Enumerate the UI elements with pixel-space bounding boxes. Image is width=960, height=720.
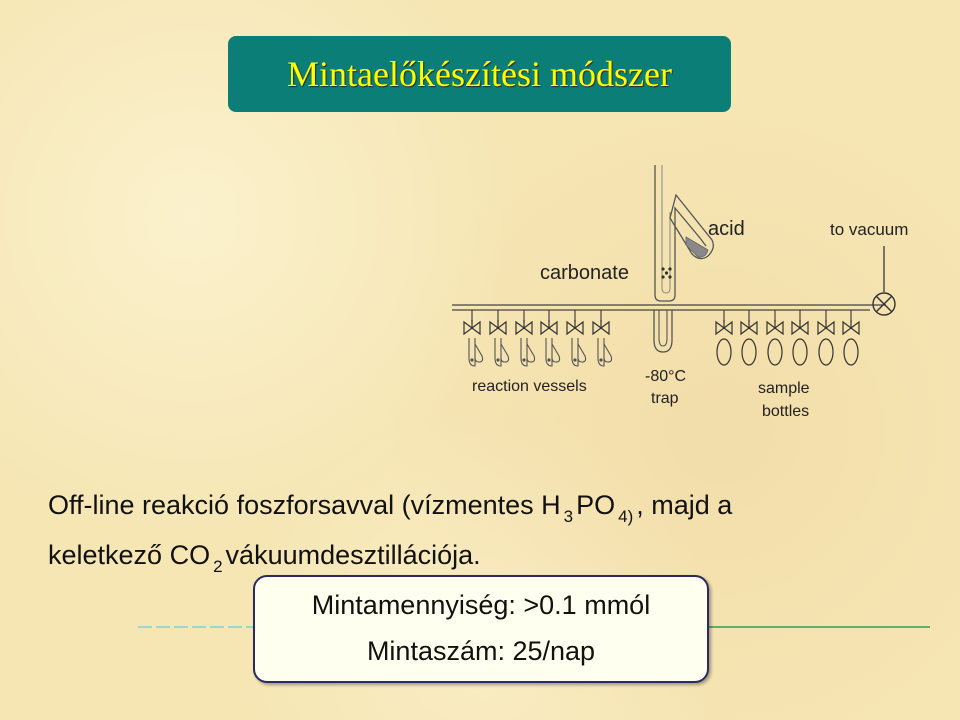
sample-bottles-label-2: bottles bbox=[762, 403, 809, 420]
reaction-vessels-group bbox=[463, 310, 613, 367]
reaction-vessels-label: reaction vessels bbox=[472, 378, 587, 395]
description-line-1: Off-line reakció foszforsavval (vízmente… bbox=[48, 486, 928, 536]
sample-bottle-icon bbox=[741, 338, 757, 366]
carbonate-label: carbonate bbox=[540, 262, 629, 284]
description-line-1-part-a: Off-line reakció foszforsavval (vízmente… bbox=[48, 490, 561, 520]
valve-icon bbox=[766, 320, 784, 336]
valve-icon bbox=[463, 320, 481, 336]
subscript-co2: 2 bbox=[213, 557, 223, 576]
valve-icon bbox=[842, 320, 860, 336]
valve-icon bbox=[740, 320, 758, 336]
trap-label: trap bbox=[651, 390, 679, 407]
sample-bottle-icon bbox=[818, 338, 834, 366]
valve-icon bbox=[566, 320, 584, 336]
sample-amount-text: Mintamennyiség: >0.1 mmól bbox=[311, 590, 651, 620]
sample-bottles-label-1: sample bbox=[758, 380, 810, 397]
reaction-vessel-icon bbox=[597, 338, 613, 367]
valve-icon bbox=[592, 320, 610, 336]
sample-bottle-icon bbox=[792, 338, 808, 366]
valve-icon bbox=[489, 320, 507, 336]
sample-count-text: Mintaszám: 25/nap bbox=[366, 636, 596, 666]
valve-icon bbox=[791, 320, 809, 336]
reaction-vessel-icon bbox=[520, 338, 536, 367]
acid-reaction-tube bbox=[654, 165, 714, 302]
to-vacuum-label: to vacuum bbox=[830, 220, 908, 239]
valve-icon bbox=[817, 320, 835, 336]
valve-icon bbox=[515, 320, 533, 336]
sample-info-box: Mintamennyiség: >0.1 mmól Mintaszám: 25/… bbox=[253, 575, 709, 683]
sample-bottle-icon bbox=[767, 338, 783, 366]
reaction-vessel-icon bbox=[571, 338, 587, 367]
subscript-h3: 3 bbox=[563, 507, 574, 526]
sample-bottle-icon bbox=[843, 338, 859, 366]
title-banner: Mintaelőkészítési módszer bbox=[228, 36, 731, 112]
description-text: Off-line reakció foszforsavval (vízmente… bbox=[48, 486, 928, 586]
subscript-po4: 4) bbox=[618, 507, 634, 526]
description-line-2-part-a: keletkező CO bbox=[48, 540, 211, 570]
sample-bottle-icon bbox=[716, 338, 732, 366]
page-title: Mintaelőkészítési módszer bbox=[287, 54, 672, 94]
description-line-1-part-b: PO bbox=[576, 490, 616, 520]
valve-icon bbox=[540, 320, 558, 336]
acid-label: acid bbox=[708, 218, 745, 240]
reaction-vessel-icon bbox=[468, 338, 484, 367]
reaction-vessel-icon bbox=[494, 338, 510, 367]
cold-trap-icon bbox=[653, 310, 673, 353]
description-line-2-part-b: vákuumdesztillációja. bbox=[225, 540, 481, 570]
trap-temperature-label: -80°C bbox=[645, 368, 686, 385]
valve-icon bbox=[715, 320, 733, 336]
reaction-vessel-icon bbox=[545, 338, 561, 367]
sample-bottles-group bbox=[715, 310, 860, 366]
carbonate-sample-icon bbox=[661, 267, 672, 279]
vacuum-valve-icon bbox=[872, 292, 896, 316]
description-line-1-part-c: , majd a bbox=[636, 490, 733, 520]
